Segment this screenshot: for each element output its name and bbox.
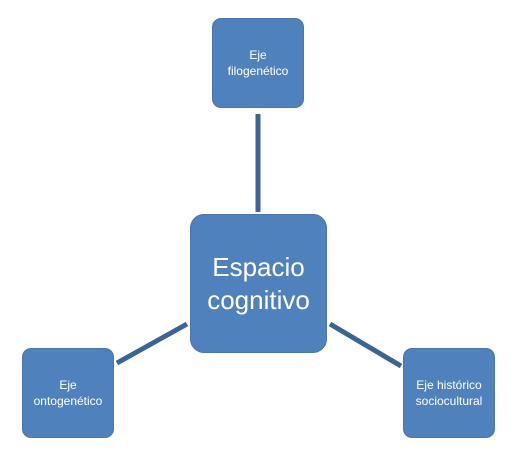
node-eje-ontogenetico-label: Eje ontogenético	[33, 377, 103, 408]
node-eje-historico-sociocultural-label: Eje histórico sociocultural	[415, 377, 483, 408]
node-espacio-cognitivo-label: Espacio cognitivo	[207, 252, 310, 315]
node-eje-filogenetico: Eje filogenético	[212, 18, 304, 108]
node-eje-ontogenetico: Eje ontogenético	[22, 348, 114, 438]
node-espacio-cognitivo: Espacio cognitivo	[190, 214, 327, 353]
node-eje-historico-sociocultural: Eje histórico sociocultural	[403, 348, 495, 438]
connector-left	[115, 321, 189, 366]
connector-right	[328, 321, 403, 369]
node-eje-filogenetico-label: Eje filogenético	[227, 47, 289, 78]
